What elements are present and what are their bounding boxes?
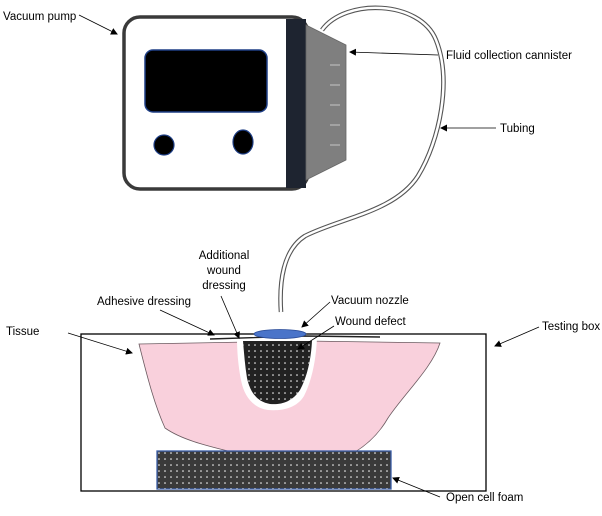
- arrow-tissue: [67, 332, 133, 355]
- label-fluid-cannister: Fluid collection cannister: [446, 50, 572, 62]
- arrow-open-cell-foam: [392, 477, 441, 498]
- label-additional-line-2: wound: [206, 265, 241, 277]
- vacuum-pump: [122, 15, 310, 191]
- pump-screen: [144, 49, 268, 113]
- adhesive-dressing-line: [209, 335, 381, 340]
- arrow-testing-box: [494, 326, 540, 347]
- pump-button-right: [232, 129, 254, 155]
- label-wound-defect: Wound defect: [335, 316, 407, 328]
- arrow-vacuum-pump: [78, 14, 118, 35]
- arrow-vacuum-nozzle: [301, 301, 331, 328]
- vacuum-nozzle: [253, 329, 307, 339]
- label-tissue: Tissue: [6, 326, 39, 338]
- arrow-cannister: [349, 48, 439, 56]
- label-additional-line-1: Additional: [199, 250, 250, 262]
- pointer-arrows: [67, 14, 540, 498]
- label-open-cell-foam: Open cell foam: [446, 492, 523, 504]
- arrow-additional-dressing: [220, 295, 240, 339]
- pump-button-left: [153, 134, 175, 156]
- arrow-adhesive-dressing: [159, 309, 215, 336]
- pump-side-panel: [286, 19, 306, 188]
- arrow-wound-defect: [297, 325, 335, 350]
- label-adhesive-dressing: Adhesive dressing: [97, 296, 191, 308]
- labels: Vacuum pump Fluid collection cannister T…: [3, 11, 600, 504]
- label-additional-line-3: dressing: [202, 280, 245, 292]
- label-vacuum-nozzle: Vacuum nozzle: [331, 295, 409, 307]
- fluid-cannister: [305, 24, 347, 181]
- cannister-ticks: [330, 64, 340, 146]
- label-vacuum-pump: Vacuum pump: [3, 11, 76, 23]
- label-testing-box: Testing box: [542, 321, 600, 333]
- label-tubing: Tubing: [500, 123, 535, 135]
